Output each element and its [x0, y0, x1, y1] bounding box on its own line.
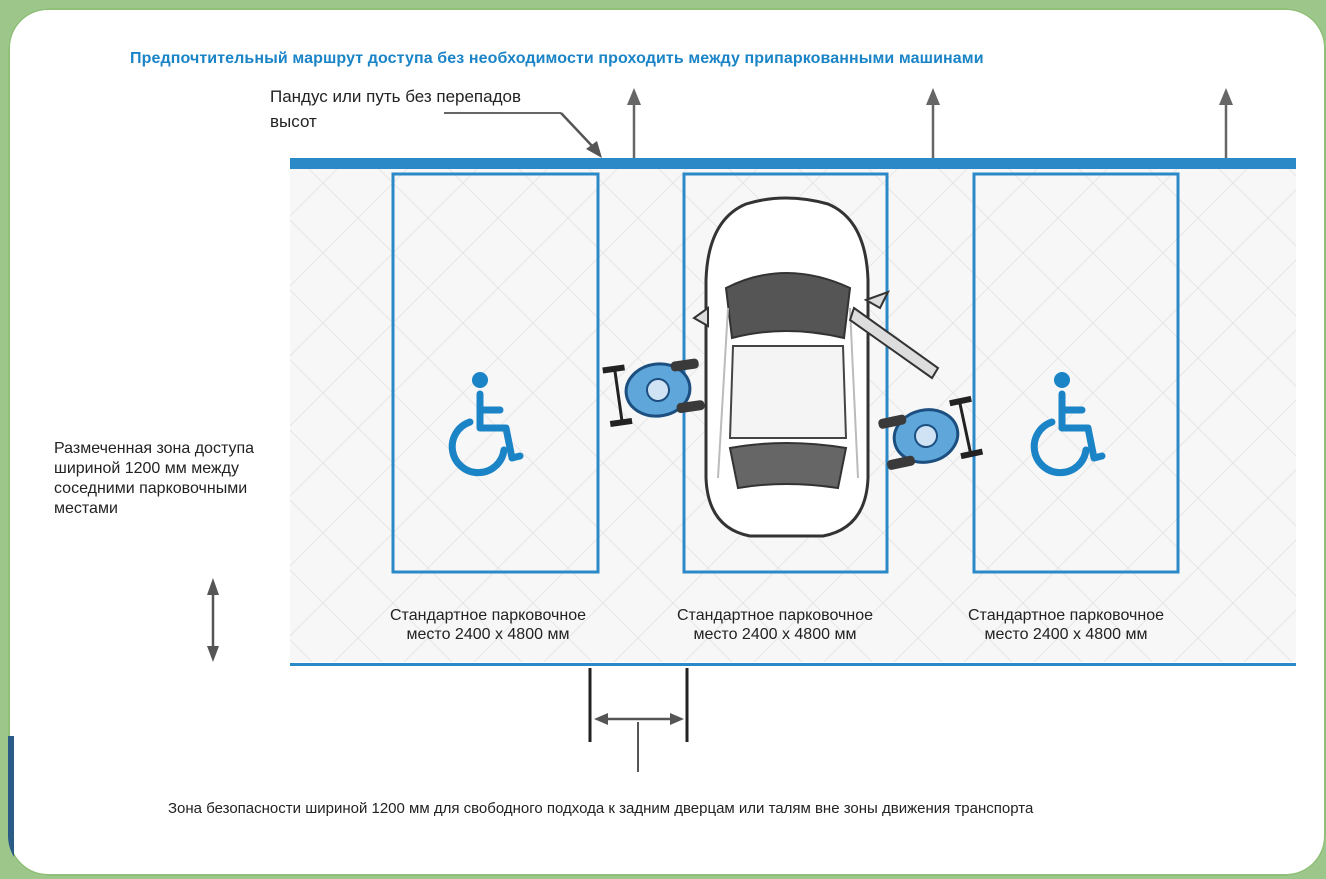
route-line	[290, 158, 1296, 169]
accessibility-icon	[1030, 372, 1106, 477]
space-label-1: Стандартное парковочное место 2400 x 480…	[390, 607, 586, 643]
access-zone-label: Размеченная зона доступа шириной 1200 мм…	[54, 440, 255, 517]
safety-zone-label: Зона безопасности шириной 1200 мм для св…	[168, 800, 1034, 817]
diagram-title: Предпочтительный маршрут доступа без нео…	[130, 50, 984, 67]
double-arrow-vertical	[207, 578, 219, 662]
space-label-3: Стандартное парковочное место 2400 x 480…	[968, 607, 1164, 643]
safety-zone-marker	[588, 668, 689, 772]
frame-accent	[8, 736, 14, 876]
space-label-2: Стандартное парковочное место 2400 x 480…	[677, 607, 873, 643]
parking-space-1	[391, 172, 600, 574]
ramp-label: Пандус или путь без перепадов высот	[270, 87, 521, 131]
parking-space-3	[972, 172, 1180, 574]
wheelchair-icon	[602, 358, 705, 427]
diagram-frame: Предпочтительный маршрут доступа без нео…	[8, 8, 1326, 876]
wheelchair-icon	[878, 395, 984, 470]
car-icon	[692, 196, 940, 538]
bottom-line	[290, 663, 1296, 666]
parking-diagram	[207, 88, 1296, 772]
route-arrows	[627, 88, 1233, 158]
accessibility-icon	[448, 372, 524, 477]
ramp-pointer	[444, 112, 602, 158]
